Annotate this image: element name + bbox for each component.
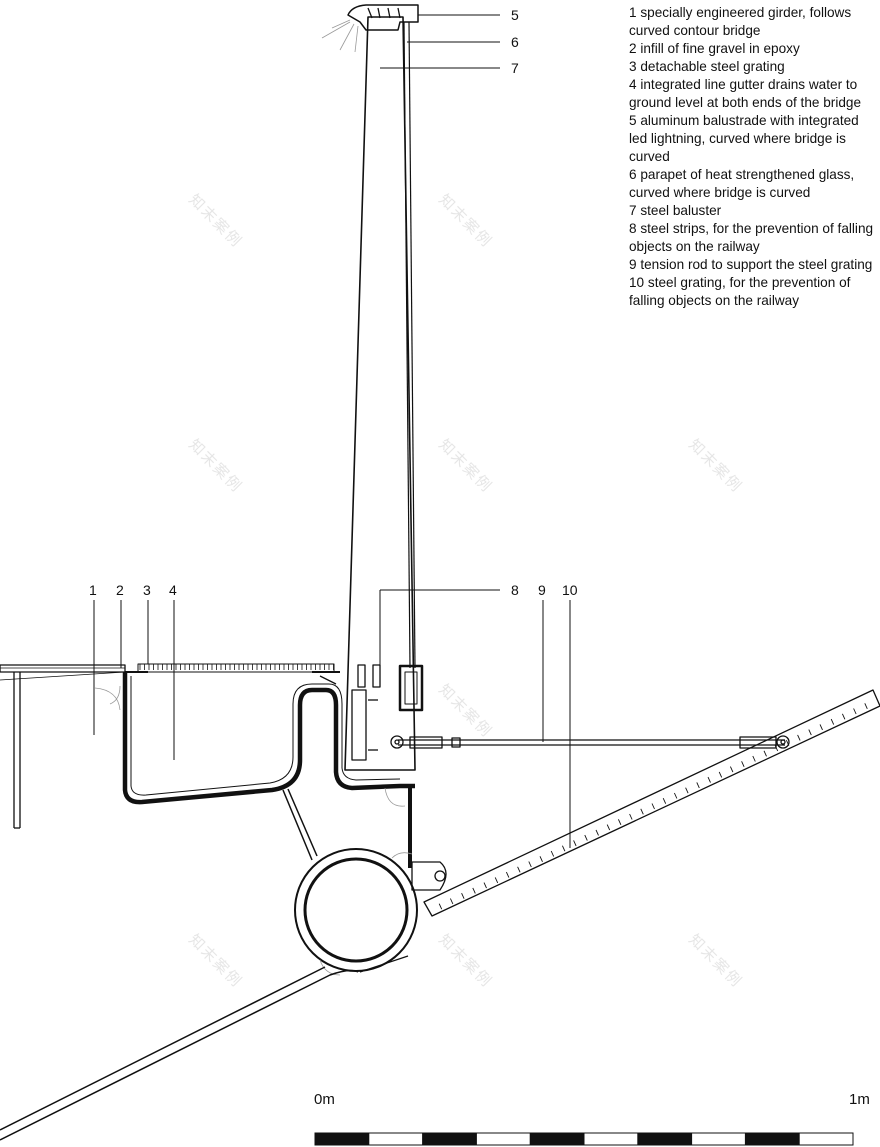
callout-6: 6 xyxy=(511,34,519,50)
grating-ticks xyxy=(139,664,334,670)
deck-surface xyxy=(0,664,126,673)
steel-baluster xyxy=(344,16,416,771)
leader-lines xyxy=(93,14,571,848)
legend-item: 3 detachable steel grating xyxy=(629,59,785,74)
callout-8: 8 xyxy=(511,582,519,598)
line-gutter xyxy=(122,672,415,805)
callout-9: 9 xyxy=(538,582,546,598)
glass-parapet xyxy=(403,21,411,669)
legend-list: 1 specially engineered girder, follows c… xyxy=(629,4,874,310)
callout-5: 5 xyxy=(511,7,519,23)
callout-2: 2 xyxy=(116,582,124,598)
aluminum-balustrade xyxy=(347,4,419,31)
legend-item: 6 parapet of heat strengthened glass, cu… xyxy=(629,167,855,200)
scale-end-label: 1m xyxy=(849,1091,870,1108)
legend-item: 9 tension rod to support the steel grati… xyxy=(629,257,873,272)
legend-item: 2 infill of fine gravel in epoxy xyxy=(629,41,800,56)
lower-cladding xyxy=(0,969,359,1141)
steel-grating-panel xyxy=(423,689,880,917)
steel-strip-b xyxy=(372,664,381,688)
legend-item: 4 integrated line gutter drains water to… xyxy=(629,77,862,110)
grating-bracket xyxy=(411,861,447,891)
girder-tube xyxy=(294,848,418,972)
callout-7: 7 xyxy=(511,60,519,76)
callout-4: 4 xyxy=(169,582,177,598)
legend-item: 10 steel grating, for the prevention of … xyxy=(629,275,851,308)
steel-grating xyxy=(137,663,335,673)
callout-10: 10 xyxy=(562,582,578,598)
callout-3: 3 xyxy=(143,582,151,598)
legend-item: 7 steel baluster xyxy=(629,203,722,218)
legend-item: 8 steel strips, for the prevention of fa… xyxy=(629,221,874,254)
legend-item: 1 specially engineered girder, follows c… xyxy=(629,5,852,38)
scale-bar xyxy=(314,1132,854,1146)
steel-strip-a xyxy=(357,664,366,688)
scale-start-label: 0m xyxy=(314,1091,335,1108)
legend-item: 5 aluminum balustrade with integrated le… xyxy=(629,113,859,164)
callout-1: 1 xyxy=(89,582,97,598)
